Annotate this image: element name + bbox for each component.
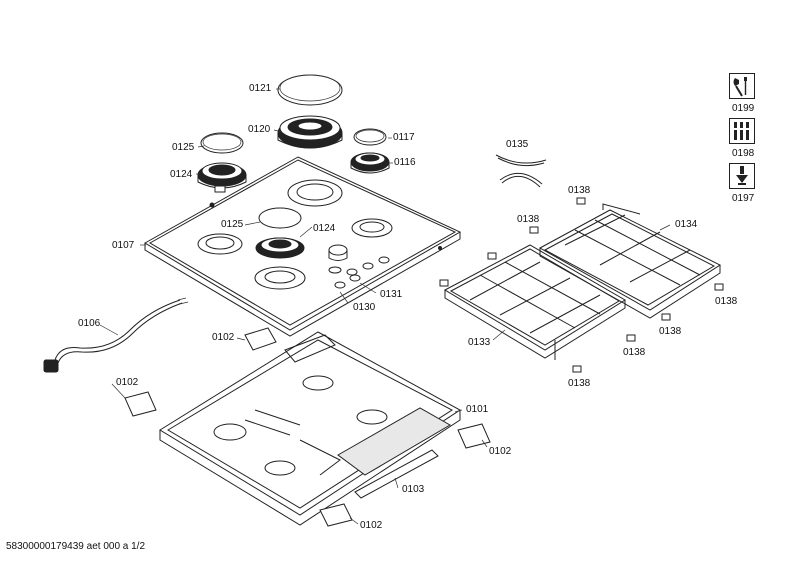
part-0138-feet — [439, 197, 724, 373]
label-0125-plate: 0125 — [221, 219, 244, 230]
part-0106-cable — [43, 297, 189, 373]
label-0107: 0107 — [112, 240, 135, 251]
part-0125-cap — [200, 132, 244, 154]
label-0117: 0117 — [393, 132, 415, 143]
label-0130: 0130 — [353, 302, 376, 313]
label-0135: 0135 — [506, 139, 529, 150]
label-0138-f: 0138 — [568, 378, 591, 389]
label-0121: 0121 — [249, 83, 272, 94]
part-0117-cap — [353, 128, 387, 146]
label-0125-top: 0125 — [172, 142, 195, 153]
label-0116: 0116 — [394, 157, 416, 168]
part-0135-spacer — [495, 154, 547, 188]
label-0198: 0198 — [732, 148, 755, 159]
label-0102-a: 0102 — [212, 332, 235, 343]
label-0138-b: 0138 — [517, 214, 540, 225]
label-0138-a: 0138 — [568, 185, 591, 196]
part-0121-cap — [277, 74, 343, 106]
label-0101: 0101 — [466, 404, 489, 415]
document-footer: 58300000179439 aet 000 a 1/2 — [6, 541, 146, 552]
part-0133-pan-support — [443, 244, 626, 360]
label-0124-plate: 0124 — [313, 223, 336, 234]
label-0197: 0197 — [732, 193, 755, 204]
label-0106: 0106 — [78, 318, 101, 329]
part-0102-clamps — [124, 327, 491, 527]
part-0134-pan-support — [538, 203, 722, 319]
label-0138-e: 0138 — [623, 347, 646, 358]
part-0120-burner — [277, 115, 343, 149]
label-0124-top: 0124 — [170, 169, 193, 180]
wrench-screwdriver-icon — [729, 73, 755, 99]
label-0138-d: 0138 — [659, 326, 682, 337]
label-0133: 0133 — [468, 337, 491, 348]
part-0101-base-tray — [159, 331, 461, 526]
label-0138-c: 0138 — [715, 296, 738, 307]
label-0103: 0103 — [402, 484, 425, 495]
label-0131: 0131 — [380, 289, 403, 300]
label-0102-d: 0102 — [360, 520, 383, 531]
part-0124-burner — [197, 162, 247, 193]
label-0199: 0199 — [732, 103, 755, 114]
label-0120: 0120 — [248, 124, 271, 135]
part-0107-hob-plate — [144, 156, 462, 337]
label-0102-c: 0102 — [489, 446, 512, 457]
part-0103-strip — [354, 449, 439, 499]
label-0102-b: 0102 — [116, 377, 139, 388]
part-0116-burner — [350, 152, 390, 174]
nozzle-icon — [729, 163, 755, 189]
label-0134: 0134 — [675, 219, 698, 230]
leader-lines — [99, 88, 671, 525]
tools-icon — [729, 118, 755, 144]
